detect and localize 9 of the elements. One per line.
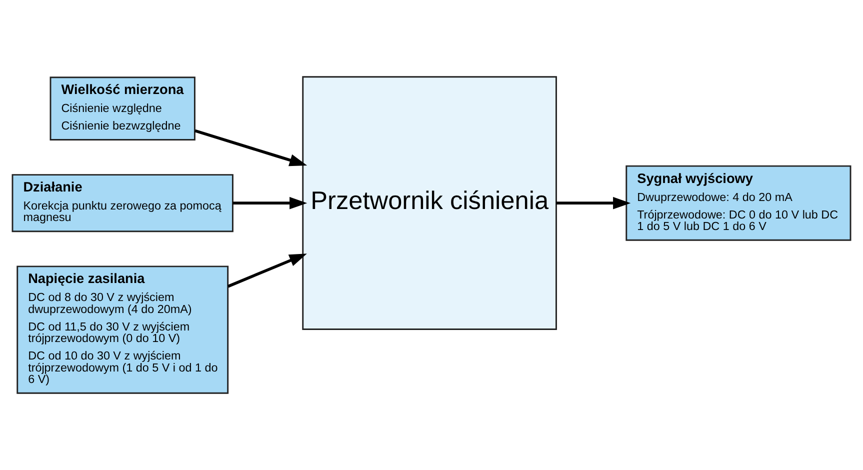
node-box: Wielkość mierzona Ciśnienie względne Ciśnienie bezwzględne bbox=[50, 76, 196, 140]
node-box: Działanie Korekcja punktu zerowego za pomocą magnesu bbox=[12, 174, 234, 232]
arrow bbox=[194, 129, 308, 166]
arrow bbox=[228, 254, 307, 288]
arrow bbox=[556, 196, 631, 210]
node-box: Napięcie zasilania DC od 8 do 30 V z wyjściem dwuprzewodowym (4 do 20mA) DC od 11,5 do 30 V z wyjściem trójprzewodowym (0 do 10 V) DC od 10 do 30 V z wyjściem trójprzewodowym (1 do 5 V i od 1 do 6 V) bbox=[16, 266, 229, 394]
node-box: Przetwornik ciśnienia bbox=[302, 76, 557, 330]
node-box: Sygnał wyjściowy Dwuprzewodowe: 4 do 20 mA Trójprzewodowe: DC 0 do 10 V lub DC 1 do 5 V lub DC 1 do 6 V bbox=[626, 165, 852, 241]
arrow bbox=[232, 196, 308, 210]
